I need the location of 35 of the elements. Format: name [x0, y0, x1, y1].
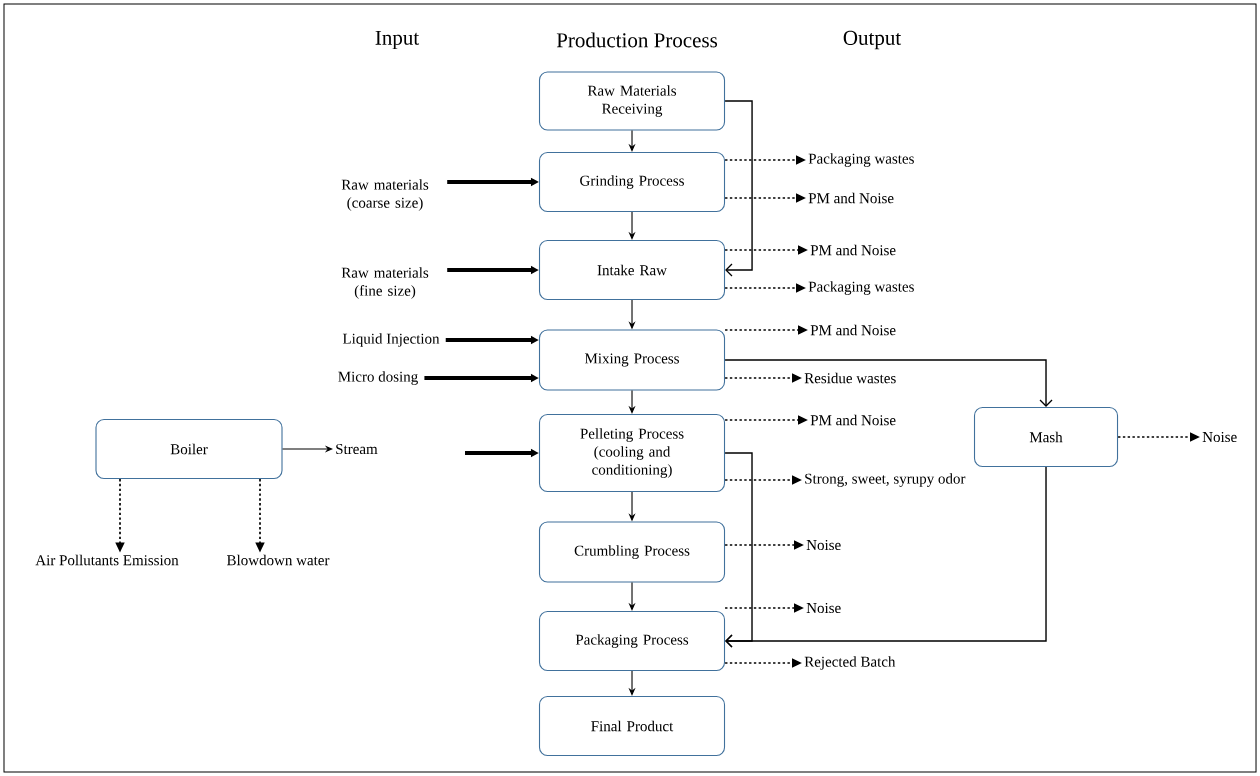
process-box: Crumbling Process [538, 521, 726, 583]
flow-text: Rejected Batch [804, 656, 896, 670]
flow-text: Micro dosing [338, 371, 418, 385]
flow-text: PM and Noise [808, 192, 894, 204]
flow-text: Residue wastes [804, 372, 896, 384]
arrow [725, 466, 1047, 648]
flow-text: PM and Noise [810, 244, 896, 256]
flow-text: Packaging wastes [808, 281, 914, 295]
arrow [724, 100, 753, 277]
flow-text: Packaging wastes [808, 153, 914, 167]
flow-text: Noise [806, 539, 841, 551]
process-box: Pelleting Process (cooling and conditioning) [538, 413, 726, 493]
flow-text: Liquid Injection [342, 333, 440, 347]
flow-text: Strong, sweet, syrupy odor [805, 473, 966, 487]
process-box: Boiler [95, 418, 283, 480]
column-heading: Production Process [556, 32, 718, 48]
process-box: Raw Materials Receiving [538, 71, 726, 131]
flow-text: Stream [336, 443, 378, 455]
process-box: Final Product [538, 695, 726, 757]
flow-text: PM and Noise [810, 414, 896, 426]
process-box: Packaging Process [538, 610, 726, 672]
flow-text: Noise [1202, 431, 1237, 443]
flow-text: Blowdown water [227, 554, 330, 566]
flow-text: Raw materials (coarse size) [341, 179, 429, 211]
process-box: Mixing Process [538, 329, 726, 391]
process-box: Mash [973, 406, 1119, 468]
process-box: Intake Raw [538, 239, 726, 301]
column-heading: Output [843, 30, 902, 50]
column-heading: Input [375, 30, 420, 50]
flow-text: PM and Noise [810, 324, 896, 336]
flow-text: Noise [806, 602, 841, 614]
flow-text: Air Pollutants Emission [35, 554, 179, 566]
arrow [724, 359, 1053, 407]
flow-text: Raw materials (fine size) [341, 267, 429, 299]
process-box: Grinding Process [538, 151, 726, 213]
